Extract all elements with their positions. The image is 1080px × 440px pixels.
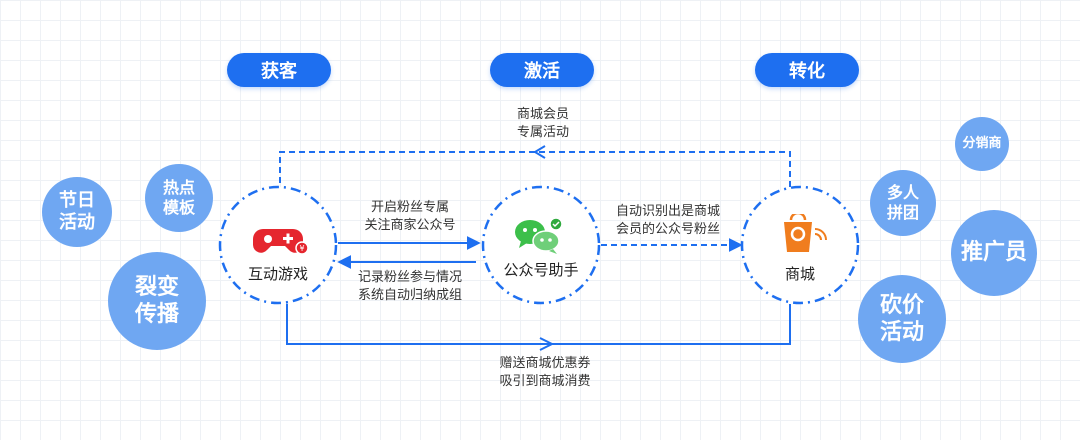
stage-convert-label: 转化 <box>789 61 825 82</box>
note-bottom: 赠送商城优惠券 吸引到商城消费 <box>499 356 591 389</box>
bubble-group-buy: 多人拼团 <box>870 170 936 236</box>
gamepad-icon: ¥ <box>253 229 309 255</box>
bubble-promoter: 推广员 <box>951 210 1037 296</box>
stage-acquire-label: 获客 <box>261 61 297 82</box>
node-mall-label: 商城 <box>784 265 815 283</box>
bubble-hot-template: 热点模板 <box>145 164 213 232</box>
bubble-viral: 裂变传播 <box>108 252 206 350</box>
svg-text:¥: ¥ <box>299 244 304 253</box>
bottom-loop-line <box>286 304 791 345</box>
bubble-bargain: 砍价活动 <box>858 275 946 363</box>
bubble-distributor: 分销商 <box>955 117 1009 171</box>
node-game-label: 互动游戏 <box>247 265 308 283</box>
bottom-loop-arrow <box>539 337 555 351</box>
stage-acquire-pill: 获客 <box>227 53 331 87</box>
wechat-icon <box>515 217 563 254</box>
stage-activate-pill: 激活 <box>490 53 594 87</box>
node-assistant-label: 公众号助手 <box>503 261 579 279</box>
bubble-festival: 节日活动 <box>42 177 112 247</box>
note-game-to-assistant: 开启粉丝专属 关注商家公众号 <box>364 200 456 233</box>
stage-convert-pill: 转化 <box>755 53 859 87</box>
top-loop-arrow <box>533 145 546 159</box>
note-top: 商城会员 专属活动 <box>516 107 569 140</box>
stage-activate-label: 激活 <box>524 61 560 82</box>
note-assistant-to-game: 记录粉丝参与情况 系统自动归纳成组 <box>357 270 462 303</box>
top-loop-line <box>279 151 791 187</box>
shopping-bag-icon <box>784 214 827 252</box>
note-assistant-to-mall: 自动识别出是商城 会员的公众号粉丝 <box>615 204 720 237</box>
